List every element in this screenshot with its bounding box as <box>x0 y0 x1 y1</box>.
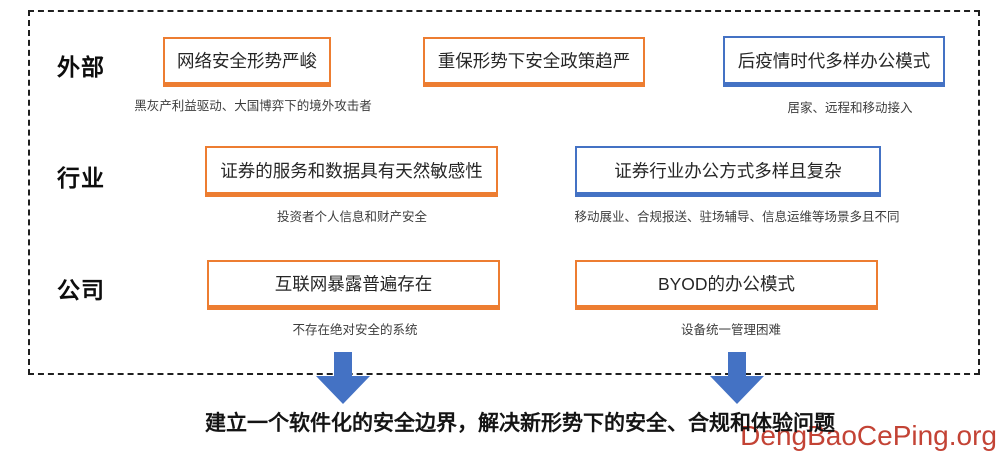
down-arrow-icon <box>710 352 764 404</box>
box-internet-exposure: 互联网暴露普遍存在 <box>207 260 500 310</box>
conclusion-text: 建立一个软件化的安全边界，解决新形势下的安全、合规和体验问题 <box>205 412 835 435</box>
box-cyber-security-situation: 网络安全形势严峻 <box>163 37 331 87</box>
row-label-industry: 行业 <box>57 165 105 191</box>
row-label-company: 公司 <box>57 277 105 303</box>
caption-external-attackers: 黑灰产利益驱动、大国博弈下的境外攻击者 <box>134 99 372 113</box>
box-post-pandemic-work-modes: 后疫情时代多样办公模式 <box>723 36 945 87</box>
box-securities-office-diverse: 证券行业办公方式多样且复杂 <box>575 146 881 197</box>
caption-no-absolute-security: 不存在绝对安全的系统 <box>292 323 418 337</box>
dashed-frame <box>28 10 980 375</box>
caption-device-management: 设备统一管理困难 <box>680 323 781 337</box>
box-securities-data-sensitive: 证券的服务和数据具有天然敏感性 <box>205 146 498 197</box>
caption-investor-info-safety: 投资者个人信息和财产安全 <box>276 210 427 224</box>
box-byod-work-mode: BYOD的办公模式 <box>575 260 878 310</box>
box-security-policy-stricter: 重保形势下安全政策趋严 <box>423 37 645 87</box>
row-label-external: 外部 <box>57 54 105 80</box>
caption-remote-access: 居家、远程和移动接入 <box>787 101 913 115</box>
down-arrow-icon <box>316 352 370 404</box>
caption-office-scenarios: 移动展业、合规报送、驻场辅导、信息运维等场景多且不同 <box>574 210 900 224</box>
watermark-text: DengBaoCePing.org <box>740 420 997 451</box>
